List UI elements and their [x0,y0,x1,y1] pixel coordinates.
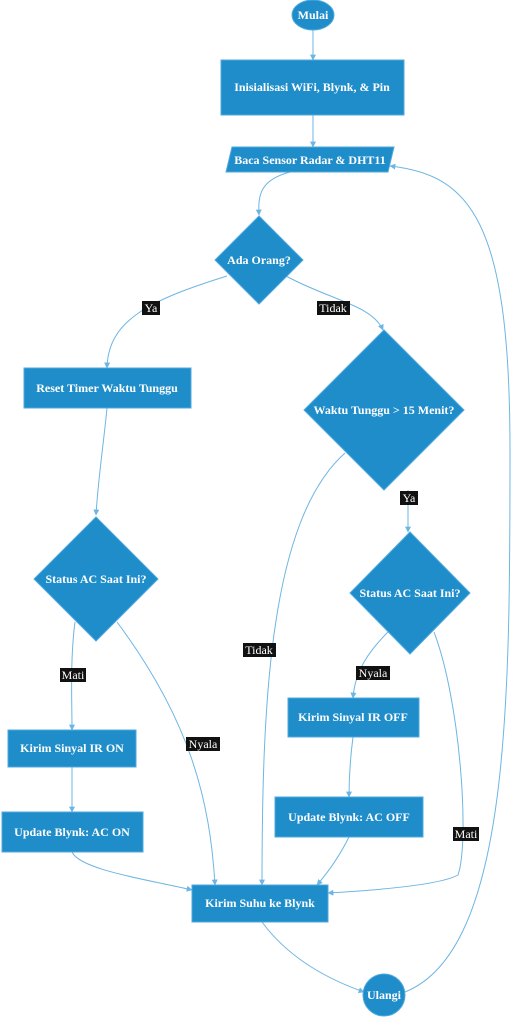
svg-text:Update Blynk: AC ON: Update Blynk: AC ON [14,825,130,839]
edge-label-left-on: Nyala [186,737,220,751]
node-update-on[interactable]: Update Blynk: AC ON [1,811,144,853]
edge-statusright-sendtemp [327,631,464,896]
node-status-left[interactable]: Status AC Saat Ini? [33,516,159,642]
edges [68,30,511,994]
edge-statusright-iroff [350,631,389,699]
edge-repeat-read [389,163,511,993]
node-wait[interactable]: Waktu Tunggu > 15 Menit? [303,329,465,491]
node-reset[interactable]: Reset Timer Waktu Tunggu [23,367,192,409]
svg-text:Nyala: Nyala [189,737,218,751]
edge-label-right-on: Nyala [356,666,390,680]
svg-text:Update Blynk: AC OFF: Update Blynk: AC OFF [288,810,410,824]
svg-text:Ada Orang?: Ada Orang? [227,253,291,267]
edge-label-wait-yes: Ya [400,491,418,505]
edge-wait-sendtemp [259,452,346,886]
edge-label-right-off: Mati [453,827,479,841]
node-init[interactable]: Inisialisasi WiFi, Blynk, & Pin [220,59,405,116]
edge-label-wait-no: Tidak [243,643,276,657]
svg-text:Baca Sensor Radar & DHT11: Baca Sensor Radar & DHT11 [234,153,386,167]
node-status-right[interactable]: Status AC Saat Ini? [349,531,471,655]
svg-text:Status AC Saat Ini?: Status AC Saat Ini? [45,572,146,586]
node-repeat[interactable]: Ulangi [362,973,406,1017]
node-anyone[interactable]: Ada Orang? [214,215,304,305]
svg-text:Ya: Ya [403,491,416,505]
svg-text:Mulai: Mulai [298,8,329,22]
svg-text:Ya: Ya [145,301,158,315]
node-send-temp[interactable]: Kirim Suhu ke Blynk [191,884,329,923]
edge-labels: Ya Tidak Ya Tidak Mati Nyala Nyala Mati [60,301,479,841]
nodes: Mulai Inisialisasi WiFi, Blynk, & Pin Ba… [1,0,471,1017]
edge-statusleft-sendtemp [116,621,218,886]
svg-text:Waktu Tunggu > 15 Menit?: Waktu Tunggu > 15 Menit? [314,403,455,417]
svg-text:Mati: Mati [455,827,478,841]
svg-text:Status AC Saat Ini?: Status AC Saat Ini? [359,586,460,600]
svg-text:Kirim Sinyal IR ON: Kirim Sinyal IR ON [20,741,124,755]
svg-text:Tidak: Tidak [319,301,347,315]
node-start[interactable]: Mulai [291,0,335,31]
edge-iroff-updateoff [346,736,354,798]
svg-text:Tidak: Tidak [245,643,273,657]
node-update-off[interactable]: Update Blynk: AC OFF [274,796,424,838]
edge-reset-statusleft [93,407,108,516]
edge-anyone-reset [104,275,228,369]
svg-text:Mati: Mati [62,668,85,682]
edge-label-anyone-no: Tidak [317,301,350,315]
edge-updateoff-sendtemp [316,836,350,886]
svg-text:Kirim Sinyal IR OFF: Kirim Sinyal IR OFF [298,710,408,724]
svg-text:Nyala: Nyala [359,666,388,680]
edge-label-left-off: Mati [60,668,86,682]
svg-text:Kirim Suhu ke Blynk: Kirim Suhu ke Blynk [205,896,315,910]
edge-updateon-sendtemp [71,851,193,892]
edge-read-anyone [255,171,291,216]
node-ir-on[interactable]: Kirim Sinyal IR ON [7,729,137,768]
node-read[interactable]: Baca Sensor Radar & DHT11 [225,146,395,173]
edge-label-anyone-yes: Ya [142,301,160,315]
svg-text:Reset Timer Waktu Tunggu: Reset Timer Waktu Tunggu [36,381,178,395]
node-ir-off[interactable]: Kirim Sinyal IR OFF [287,697,420,738]
edge-sendtemp-repeat [261,921,365,994]
svg-text:Ulangi: Ulangi [367,988,402,1002]
svg-text:Inisialisasi WiFi, Blynk, & Pi: Inisialisasi WiFi, Blynk, & Pin [234,80,390,94]
